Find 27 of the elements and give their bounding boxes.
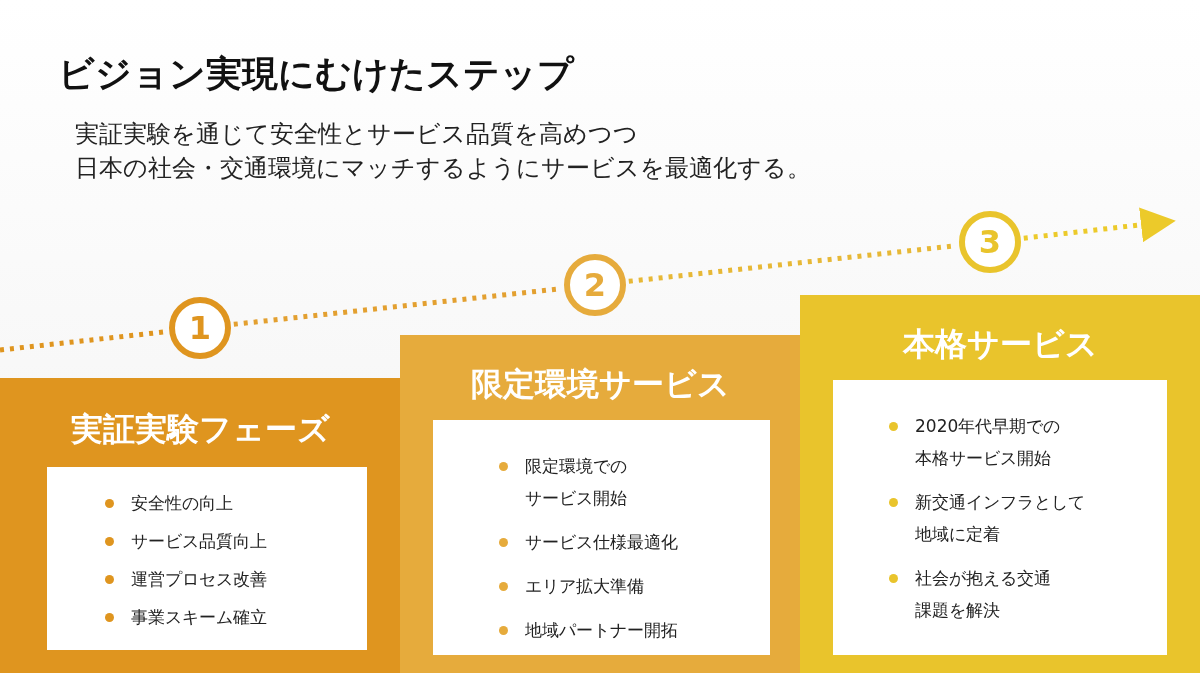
step-number-circle: 3 bbox=[959, 211, 1021, 273]
phase-panel bbox=[400, 335, 800, 673]
bullet-list-card bbox=[433, 420, 770, 655]
bullet-item: 事業スキーム確立 bbox=[131, 606, 267, 629]
step-number-circle: 2 bbox=[564, 254, 626, 316]
dotted-arrow bbox=[1023, 207, 1176, 243]
bullet-item: サービス仕様最適化 bbox=[525, 531, 678, 554]
phase-heading: 本格サービス bbox=[901, 324, 1099, 365]
bullet-item: 安全性の向上 bbox=[131, 492, 233, 515]
title: ビジョン実現にむけたステップ bbox=[58, 52, 574, 96]
phase-panel bbox=[0, 378, 400, 673]
bullet-item: 地域パートナー開拓 bbox=[525, 619, 678, 642]
phase-heading: 限定環境サービス bbox=[469, 364, 731, 405]
bullet-item: サービス品質向上 bbox=[131, 530, 267, 553]
bullet-item: 社会が抱える交通課題を解決 bbox=[915, 567, 1052, 622]
phase-panel bbox=[800, 295, 1200, 673]
subtitle: 日本の社会・交通環境にマッチするようにサービスを最適化する。 bbox=[75, 153, 811, 184]
bullet-list-card bbox=[833, 380, 1167, 655]
bullet-list-card bbox=[47, 467, 367, 650]
bullet-item: 2020年代早期での本格サービス開始 bbox=[915, 415, 1062, 470]
bullet-item: エリア拡大準備 bbox=[525, 575, 644, 598]
step-number-circle: 1 bbox=[169, 297, 231, 359]
bullet-item: 運営プロセス改善 bbox=[131, 568, 267, 591]
bullet-item: 新交通インフラとして地域に定着 bbox=[915, 491, 1085, 546]
bullet-item: 限定環境でのサービス開始 bbox=[525, 455, 628, 510]
phase-heading: 実証実験フェーズ bbox=[69, 409, 331, 450]
subtitle: 実証実験を通じて安全性とサービス品質を高めつつ bbox=[75, 119, 638, 150]
